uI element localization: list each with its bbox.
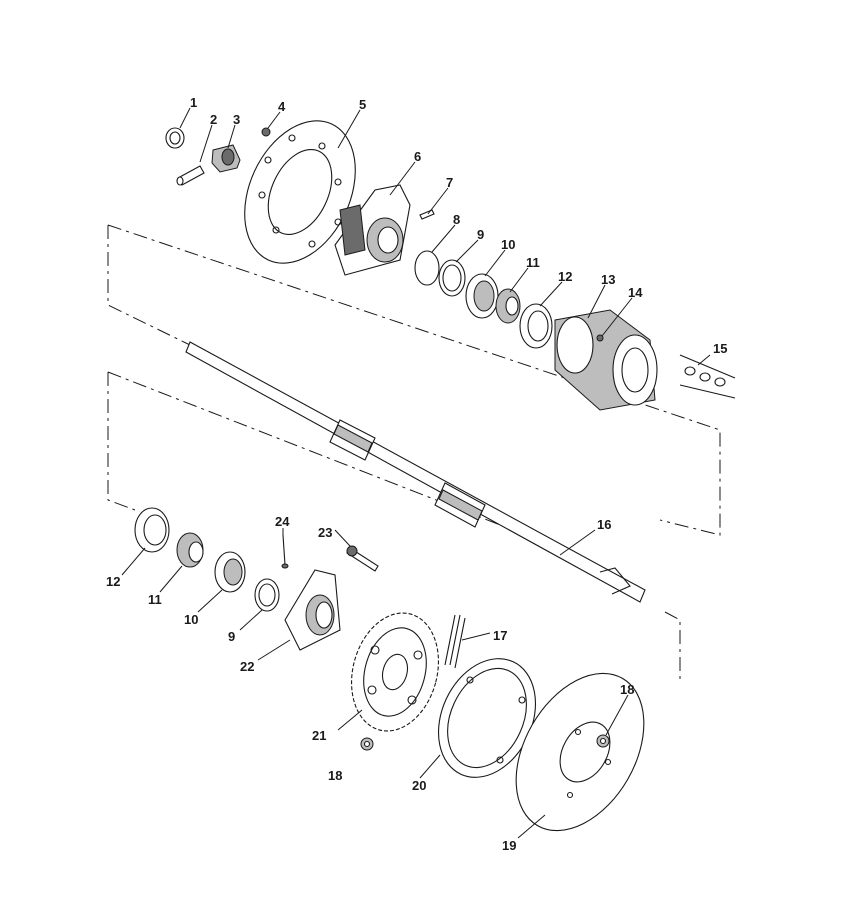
callout-label: 17: [493, 628, 507, 643]
bolt-part-7: [419, 209, 435, 220]
callout-leaders: [121, 107, 711, 839]
callout-label: 19: [502, 838, 516, 853]
small-nut-part: [261, 127, 271, 137]
callout-label: 3: [233, 112, 240, 127]
callout-label: 12: [106, 574, 120, 589]
chain-clip-part: [444, 614, 466, 669]
nut-lower-part-18: [360, 737, 374, 751]
callout-label: 24: [275, 514, 290, 529]
callout-label: 1: [190, 95, 197, 110]
nut-upper-part-18: [596, 734, 610, 748]
callout-label: 13: [601, 272, 615, 287]
callout-label: 20: [412, 778, 426, 793]
pin-part: [176, 165, 205, 186]
bolt-part-23: [346, 545, 379, 572]
callout-label: 18: [328, 768, 342, 783]
sprocket-part: [351, 612, 439, 732]
callout-label: 12: [558, 269, 572, 284]
callout-label: 22: [240, 659, 254, 674]
snap-ring-part: [165, 127, 185, 149]
callout-label: 6: [414, 149, 421, 164]
sprocket-carrier-part: [284, 569, 341, 651]
bearing-cup-lower-part-12: [134, 507, 170, 553]
axle-shaft-part: [185, 341, 646, 603]
callout-label: 16: [597, 517, 611, 532]
rear-disc-part: [515, 672, 645, 832]
callout-label: 21: [312, 728, 326, 743]
seal-part-10: [465, 273, 499, 319]
axle-housing-part: [554, 309, 658, 411]
callout-label: 4: [278, 99, 286, 114]
stud-part-24: [281, 534, 289, 569]
callout-label: 9: [228, 629, 235, 644]
callout-label: 11: [526, 255, 540, 270]
washer-lower-part-9: [254, 578, 280, 612]
ring-part-8: [414, 250, 440, 286]
callout-label: 10: [184, 612, 198, 627]
callout-labels: 1 2 3 4 5 6 7 8 9 10 11 12 13 14 15 16 1…: [106, 95, 727, 853]
bearing-lower-part-11: [176, 532, 204, 568]
callout-label: 7: [446, 175, 453, 190]
callout-label: 9: [477, 227, 484, 242]
callout-label: 8: [453, 212, 460, 227]
castle-nut-part: [211, 144, 241, 173]
callout-label: 23: [318, 525, 332, 540]
callout-label: 5: [359, 97, 366, 112]
callout-label: 10: [501, 237, 515, 252]
callout-label: 14: [628, 285, 643, 300]
bearing-part-11: [495, 288, 521, 324]
bolt-set-part-15: [679, 354, 736, 399]
callout-label: 11: [148, 592, 162, 607]
washer-part-9: [438, 259, 466, 297]
callout-label: 2: [210, 112, 217, 127]
hub-flange-part: [334, 184, 411, 276]
callout-label: 15: [713, 341, 727, 356]
assembly-guide-lines: [107, 224, 721, 680]
bearing-cup-part-12: [519, 303, 553, 349]
brake-disc-part: [244, 120, 356, 264]
seal-lower-part-10: [214, 551, 246, 593]
callout-label: 18: [620, 682, 634, 697]
